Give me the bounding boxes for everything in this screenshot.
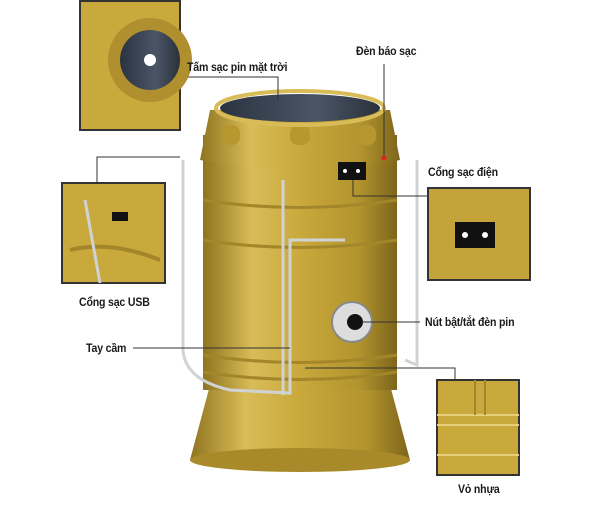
label-handle: Tay cầm [86, 341, 127, 355]
label-solar-panel: Tấm sạc pin mặt trời [187, 60, 288, 74]
power-port [338, 162, 366, 180]
label-power-port: Cổng sạc điện [428, 165, 498, 179]
solar-panel [220, 94, 380, 122]
lantern-base [190, 385, 410, 470]
callout-lines [96, 64, 456, 380]
label-charge-indicator: Đèn báo sạc [356, 44, 417, 58]
top-bumps [222, 125, 376, 145]
inset-usb-port [61, 182, 166, 284]
label-switch: Nút bật/tắt đèn pin [425, 315, 515, 329]
charge-indicator-led [381, 155, 387, 161]
lantern-body [203, 135, 397, 390]
label-usb-port: Cổng sạc USB [79, 295, 150, 309]
inset-power-port [427, 187, 531, 281]
inset-solar-panel [79, 0, 192, 131]
inset-plastic-shell [436, 379, 520, 476]
handle [181, 160, 419, 395]
label-plastic-shell: Vỏ nhựa [458, 482, 500, 496]
switch-button [347, 314, 363, 330]
